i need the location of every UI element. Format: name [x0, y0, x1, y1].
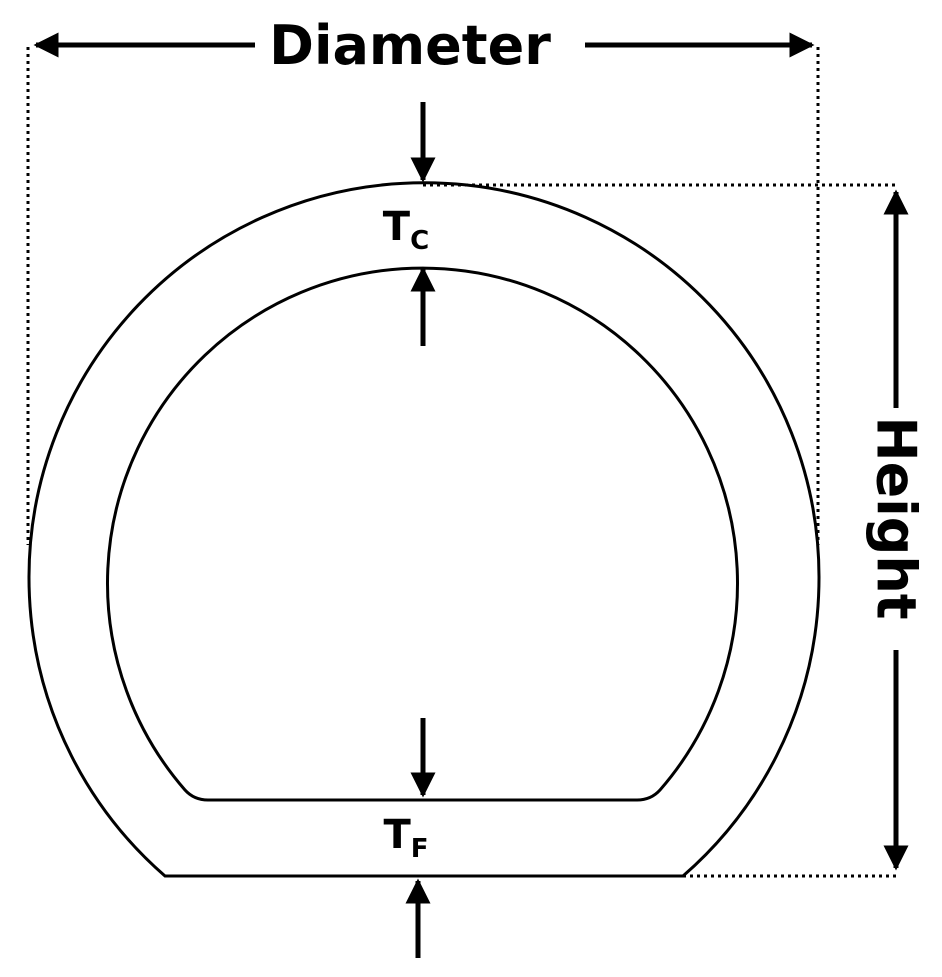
- crown-thickness-label: TC: [383, 204, 429, 256]
- floor-thickness-label: TF: [383, 812, 428, 864]
- diameter-label: Diameter: [269, 14, 551, 77]
- crown-thickness-dimension: TC: [383, 102, 436, 346]
- height-dimension: Height: [865, 189, 928, 871]
- floor-thickness-subscript: F: [411, 834, 429, 864]
- floor-thickness-dimension: TF: [383, 718, 436, 958]
- floor-thickness-symbol: T: [383, 812, 411, 858]
- extension-lines: [26, 47, 896, 878]
- crown-thickness-subscript: C: [410, 226, 429, 256]
- height-label: Height: [865, 416, 928, 619]
- outer-wall-outline: [27, 181, 821, 878]
- crown-thickness-symbol: T: [383, 204, 411, 250]
- diameter-dimension: Diameter: [33, 14, 815, 77]
